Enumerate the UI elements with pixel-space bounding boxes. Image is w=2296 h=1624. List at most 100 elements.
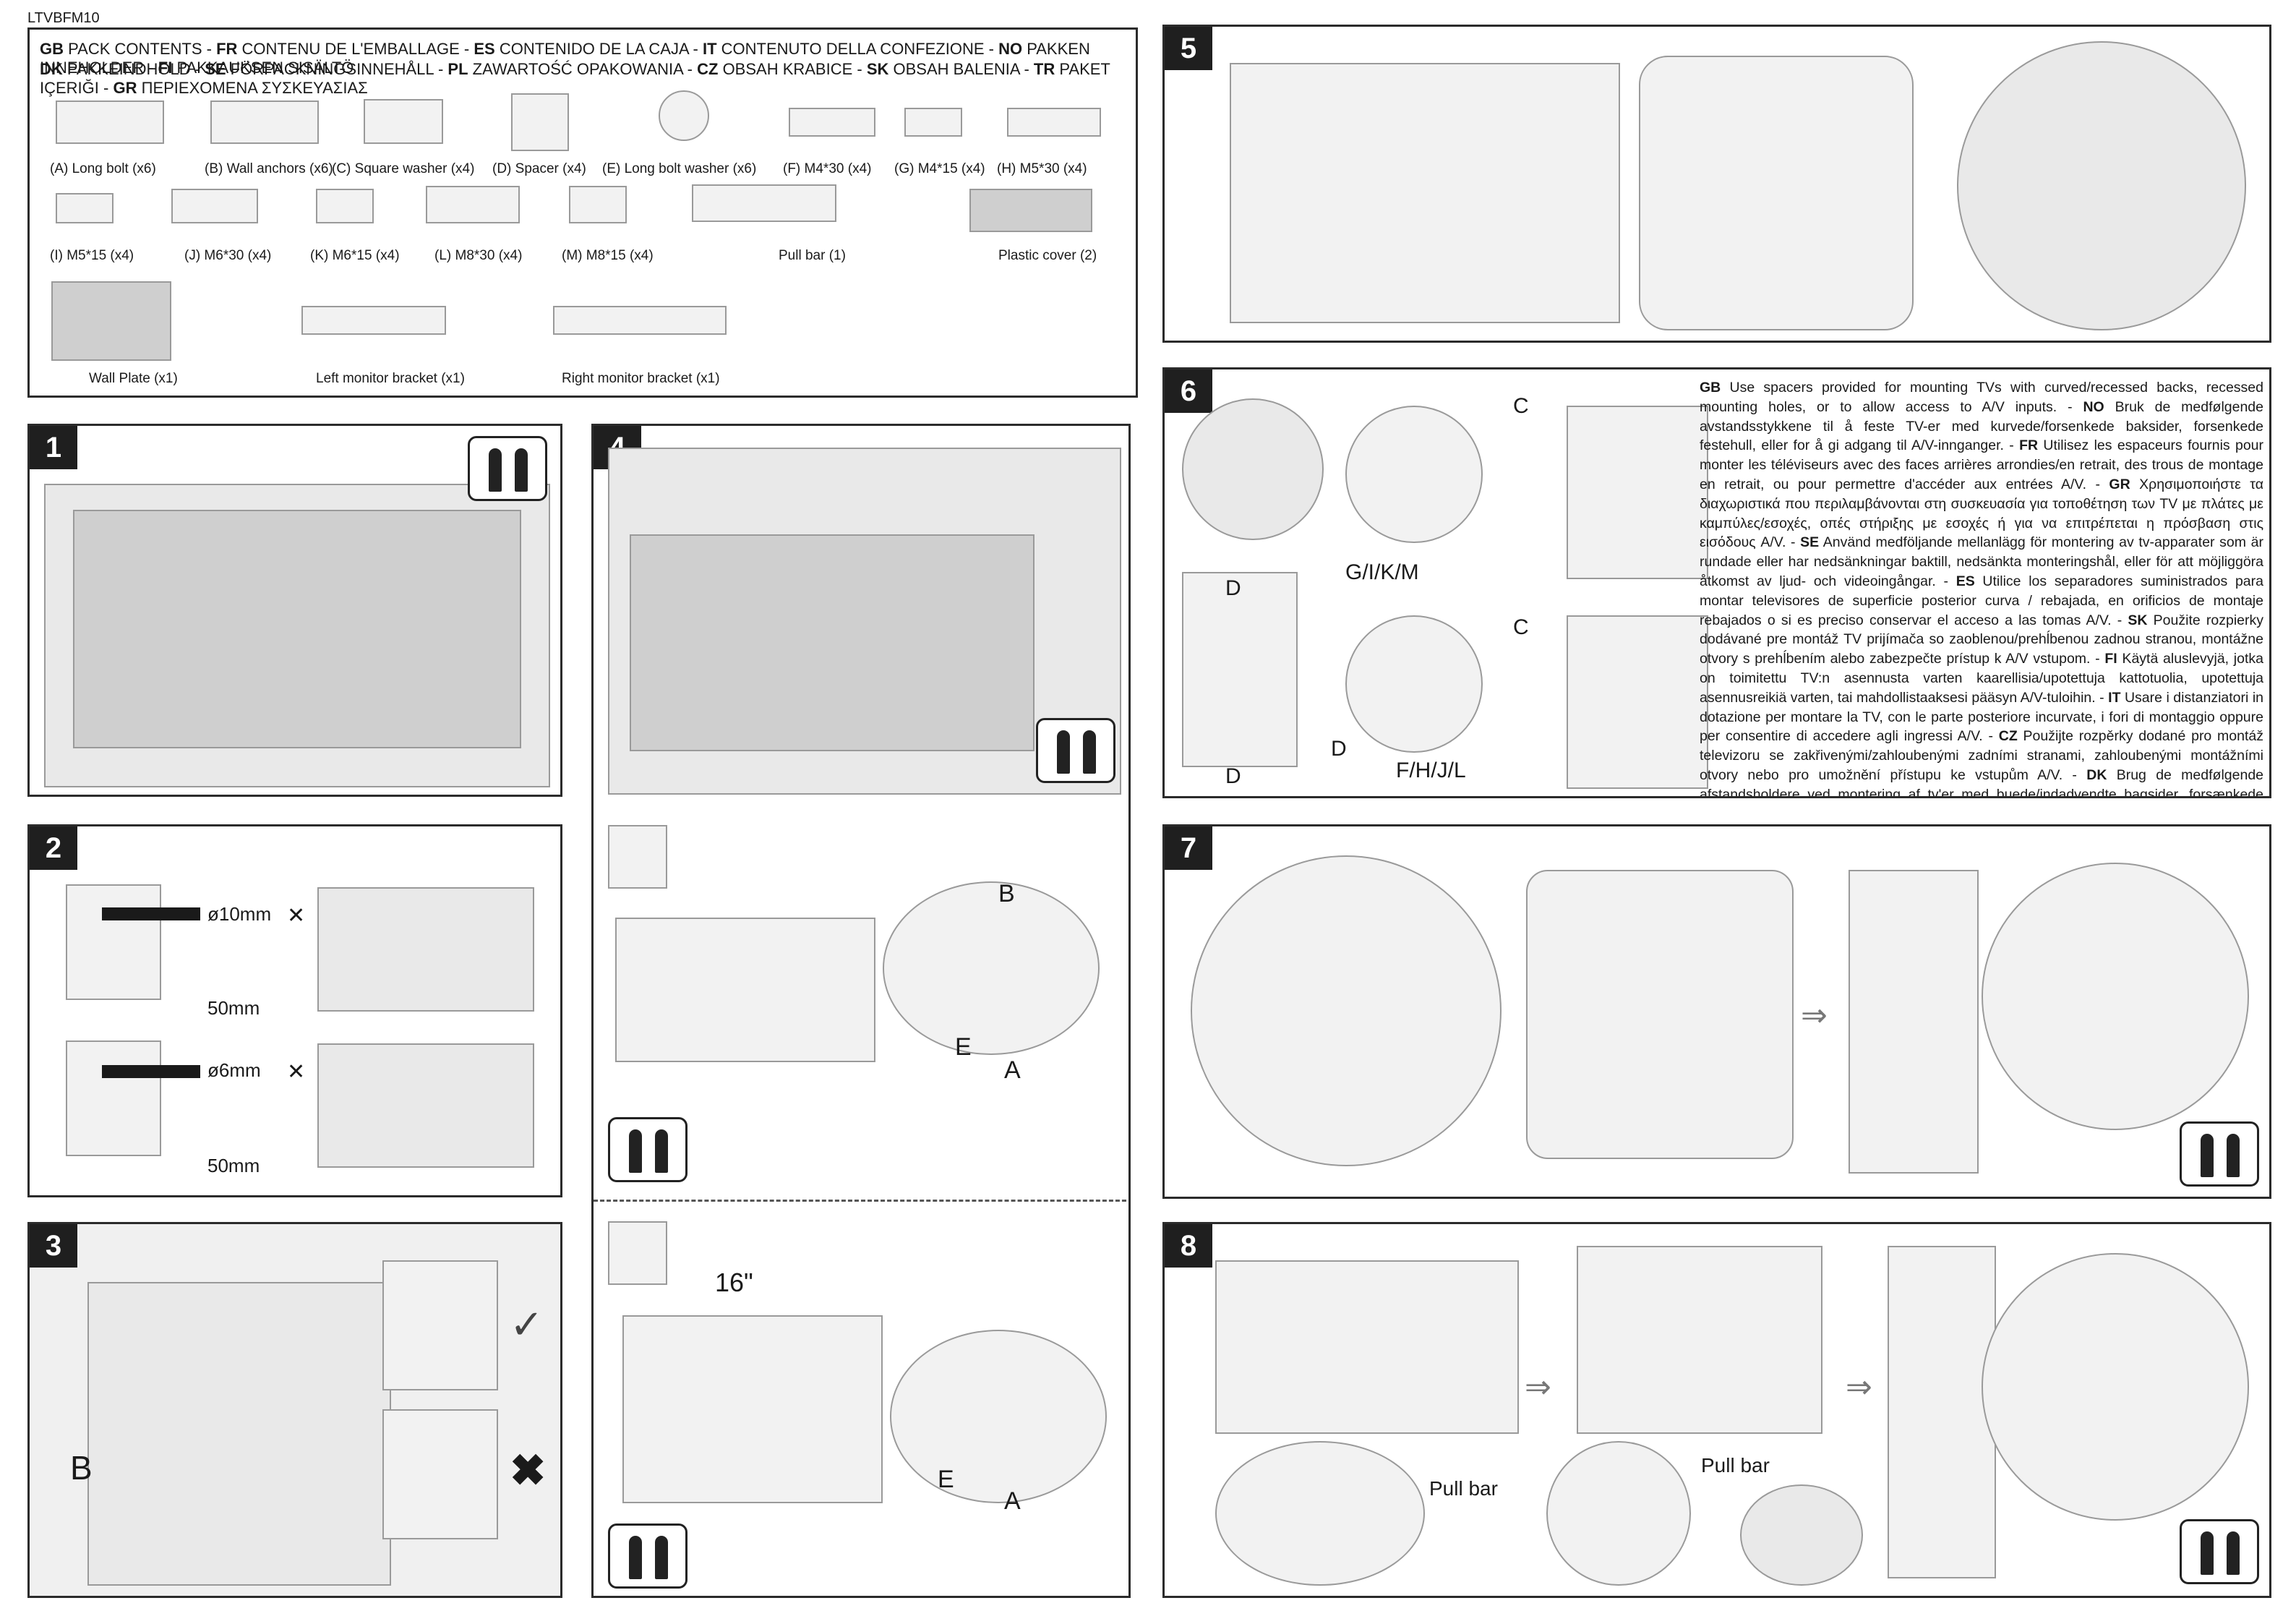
two-people-icon: [468, 436, 547, 501]
language-code: ES: [1956, 573, 1975, 589]
language-code: FR: [216, 40, 238, 58]
m4x30-screw-image: [789, 108, 875, 137]
language-text: Brug de medfølgende afstandsholdere ved …: [1700, 766, 2264, 798]
two-people-icon: [608, 1117, 687, 1182]
part-label: (A) Long bolt (x6): [50, 161, 156, 176]
label-c: C: [1513, 615, 1529, 639]
m5x30-screw-image: [1007, 108, 1101, 137]
language-code: SK: [2128, 612, 2148, 628]
language-text: Usare i distanziatori in dotazione per m…: [1700, 689, 2263, 745]
label-e: E: [938, 1466, 954, 1493]
plastic-cover-photo: [1957, 41, 2246, 330]
drill-image: [317, 1043, 534, 1168]
label-d: D: [1331, 737, 1347, 761]
step-number: 5: [1165, 27, 1212, 70]
part-label: (I) M5*15 (x4): [50, 248, 134, 263]
language-text: Käytä aluslevyjä, jotka on toimitettu TV…: [1700, 651, 2263, 706]
arrow-right-icon: ⇒: [1846, 1369, 1872, 1405]
drill-image: [317, 887, 534, 1012]
step-5-panel: 5: [1162, 25, 2271, 343]
part-label: Wall Plate (x1): [89, 371, 178, 386]
square-washer-image: [364, 99, 443, 144]
concrete-depth: 50mm: [207, 997, 260, 1019]
language-text: OBSAH BALENIA -: [888, 60, 1034, 78]
tv-on-wall-diagram: [1577, 1246, 1822, 1434]
label-d: D: [1225, 764, 1241, 788]
part-label: Plastic cover (2): [998, 248, 1097, 263]
step-8-panel: 8 Pull bar ⇒ Pull bar ⇒: [1162, 1222, 2271, 1598]
concrete-detail-circle: [883, 881, 1100, 1055]
label-b: B: [998, 880, 1015, 907]
language-code: FR: [2019, 437, 2039, 454]
part-label: (G) M4*15 (x4): [894, 161, 985, 176]
bracket-detail-circle: [1191, 855, 1502, 1166]
wood-stud-image: [66, 1040, 161, 1156]
part-label: (K) M6*15 (x4): [310, 248, 400, 263]
pull-bar-photo: [1740, 1484, 1863, 1586]
language-code: PL: [447, 60, 468, 78]
pack-header-line2: DK PAKKEINDHOLD - SE FÖRPACKNINGSINNEHÅL…: [40, 60, 1136, 98]
m4x15-screw-image: [904, 108, 962, 137]
model-code: LTVBFM10: [27, 10, 100, 26]
language-code: TR: [1033, 60, 1055, 78]
pack-contents-panel: GB PACK CONTENTS - FR CONTENU DE L'EMBAL…: [27, 27, 1138, 398]
step-1-panel: 1: [27, 424, 562, 797]
step-number: 1: [30, 426, 77, 469]
language-text: Utilice los separadores suministrados pa…: [1700, 573, 2263, 628]
language-text: Använd medföljande mellanlägg för monter…: [1700, 534, 2263, 589]
part-label: (M) M8*15 (x4): [562, 248, 654, 263]
two-people-icon: [2180, 1121, 2259, 1187]
spacer-instructions: GB Use spacers provided for mounting TVs…: [1700, 378, 2264, 798]
language-code: FI: [2104, 651, 2117, 667]
cross-icon: ✕: [287, 904, 306, 928]
wood-wall-image: [608, 1221, 667, 1285]
pull-bar-detail-circle: [1546, 1441, 1691, 1586]
pull-bar-label: Pull bar: [1429, 1477, 1498, 1500]
language-code: ES: [474, 40, 495, 58]
wood-detail-circle: [890, 1330, 1107, 1503]
wood-wall-image: [382, 1409, 498, 1539]
language-code: CZ: [1998, 728, 2018, 745]
concrete-mount-diagram: [615, 918, 875, 1062]
label-a: A: [1004, 1487, 1021, 1515]
concrete-wall-image: [608, 825, 667, 889]
hook-detail-circle: [1982, 863, 2249, 1130]
anchor-label: B: [70, 1449, 93, 1487]
language-text: PACK CONTENTS -: [64, 40, 217, 58]
language-text: CONTENUTO DELLA CONFEZIONE -: [716, 40, 999, 58]
stud-spacing: 16": [715, 1268, 753, 1297]
wall-plate-image: [51, 281, 171, 361]
language-text: PAKKAUKSEN SISÄLTÖ: [172, 59, 354, 77]
tv-on-wall-diagram: [1215, 1260, 1519, 1434]
language-code: NO: [998, 40, 1023, 58]
two-people-icon: [2180, 1519, 2259, 1584]
language-code: IT: [2108, 689, 2121, 706]
language-text: Bruk de medfølgende avstandsstykkene til…: [1700, 398, 2263, 454]
part-label: (H) M5*30 (x4): [997, 161, 1087, 176]
step-3-panel: 3 B ✓ ✖: [27, 1222, 562, 1598]
language-code: GR: [113, 79, 137, 97]
spacer-detail-circle: [1345, 615, 1483, 753]
cross-icon: ✕: [287, 1060, 306, 1084]
language-text: Utilisez les espaceurs fournis pour mont…: [1700, 437, 2264, 492]
drill-hole-bar: [102, 907, 200, 920]
check-icon: ✓: [510, 1302, 544, 1347]
language-text: PAKKEINDHOLD -: [62, 60, 205, 78]
drill-hole-bar: [102, 1065, 200, 1078]
divider: [594, 1200, 1128, 1202]
left-bracket-image: [301, 306, 446, 335]
label-fhjl: F/H/J/L: [1396, 758, 1466, 782]
m6x30-screw-image: [171, 189, 258, 223]
language-code: CZ: [697, 60, 719, 78]
step-number: 6: [1165, 369, 1212, 413]
long-bolt-washer-image: [659, 90, 709, 141]
step-2-panel: 2 ø10mm ✕ 50mm ø6mm ✕ 50mm: [27, 824, 562, 1197]
step-6-panel: 6 D D C G/I/K/M C D F/H/J/L GB Use space…: [1162, 367, 2271, 798]
m5x15-screw-image: [56, 193, 113, 223]
pull-bar-label: Pull bar: [1701, 1454, 1770, 1476]
tv-hanging-side-view: [1849, 870, 1979, 1174]
language-text: PAKKEN INNEHOLDER -: [40, 40, 1090, 77]
arrow-right-icon: ⇒: [1801, 998, 1828, 1033]
arrow-right-icon: ⇒: [1525, 1369, 1551, 1405]
hand-inserting-anchor-photo: [87, 1282, 391, 1586]
